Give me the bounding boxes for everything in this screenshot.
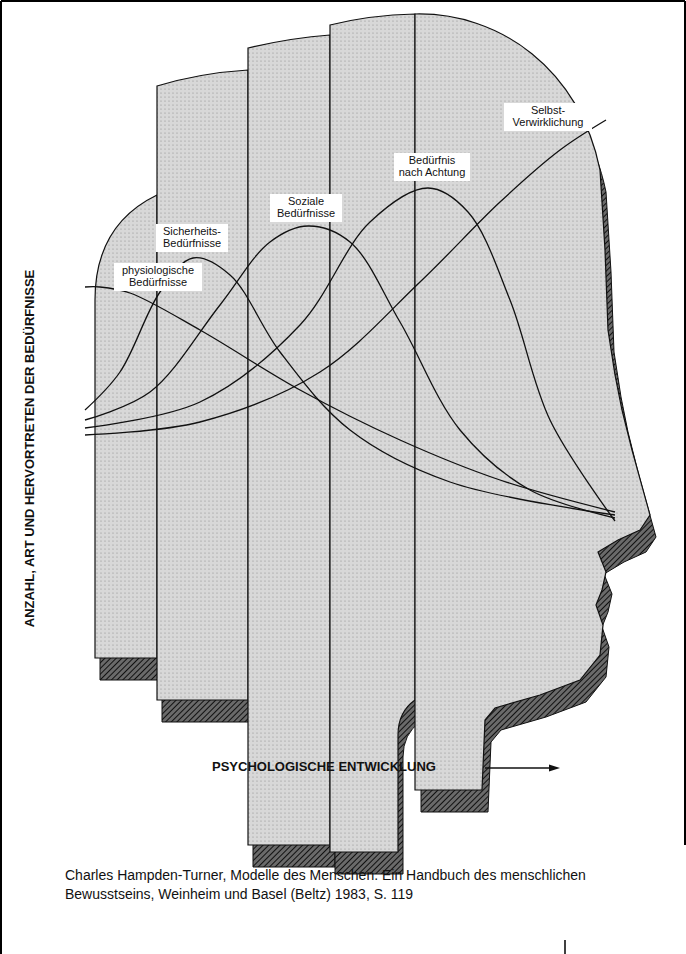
head-slab xyxy=(157,70,248,700)
axis-arrow-head xyxy=(549,765,560,772)
need-label-box: Sicherheits- Bedürfnisse xyxy=(156,224,228,252)
need-curve xyxy=(85,258,615,515)
need-label-box: Selbst- Verwirklichung xyxy=(504,103,592,131)
frame-tick xyxy=(564,940,566,954)
need-curves xyxy=(85,120,615,521)
head-slab xyxy=(330,14,415,852)
head-slab xyxy=(248,35,330,845)
need-label-box: Soziale Bedürfnisse xyxy=(270,194,342,222)
frame-line xyxy=(0,1,2,954)
frame-line xyxy=(1,0,685,2)
need-label-box: physiologische Bedürfnisse xyxy=(114,263,202,291)
need-label: Bedürfnis nach Achtung xyxy=(398,155,466,179)
source-caption: Charles Hampden-Turner, Modelle des Mens… xyxy=(65,866,625,904)
need-curve xyxy=(85,287,615,512)
need-curve xyxy=(85,120,606,435)
x-axis-title: PSYCHOLOGISCHE ENTWICKLUNG xyxy=(212,759,436,774)
need-label: Selbst- Verwirklichung xyxy=(508,105,588,129)
need-curve xyxy=(85,188,615,521)
need-label: Sicherheits- Bedürfnisse xyxy=(160,226,224,250)
need-label: Soziale Bedürfnisse xyxy=(274,196,338,220)
need-curve xyxy=(85,226,615,518)
need-label-box: Bedürfnis nach Achtung xyxy=(394,153,470,181)
need-label: physiologische Bedürfnisse xyxy=(118,265,198,289)
y-axis-title: ANZAHL, ART UND HERVORTRETEN DER BEDÜRFN… xyxy=(22,270,37,628)
head-slabs xyxy=(95,14,656,874)
axis-arrow-line xyxy=(485,767,552,768)
frame-line xyxy=(684,1,686,845)
head-slab xyxy=(415,14,650,790)
